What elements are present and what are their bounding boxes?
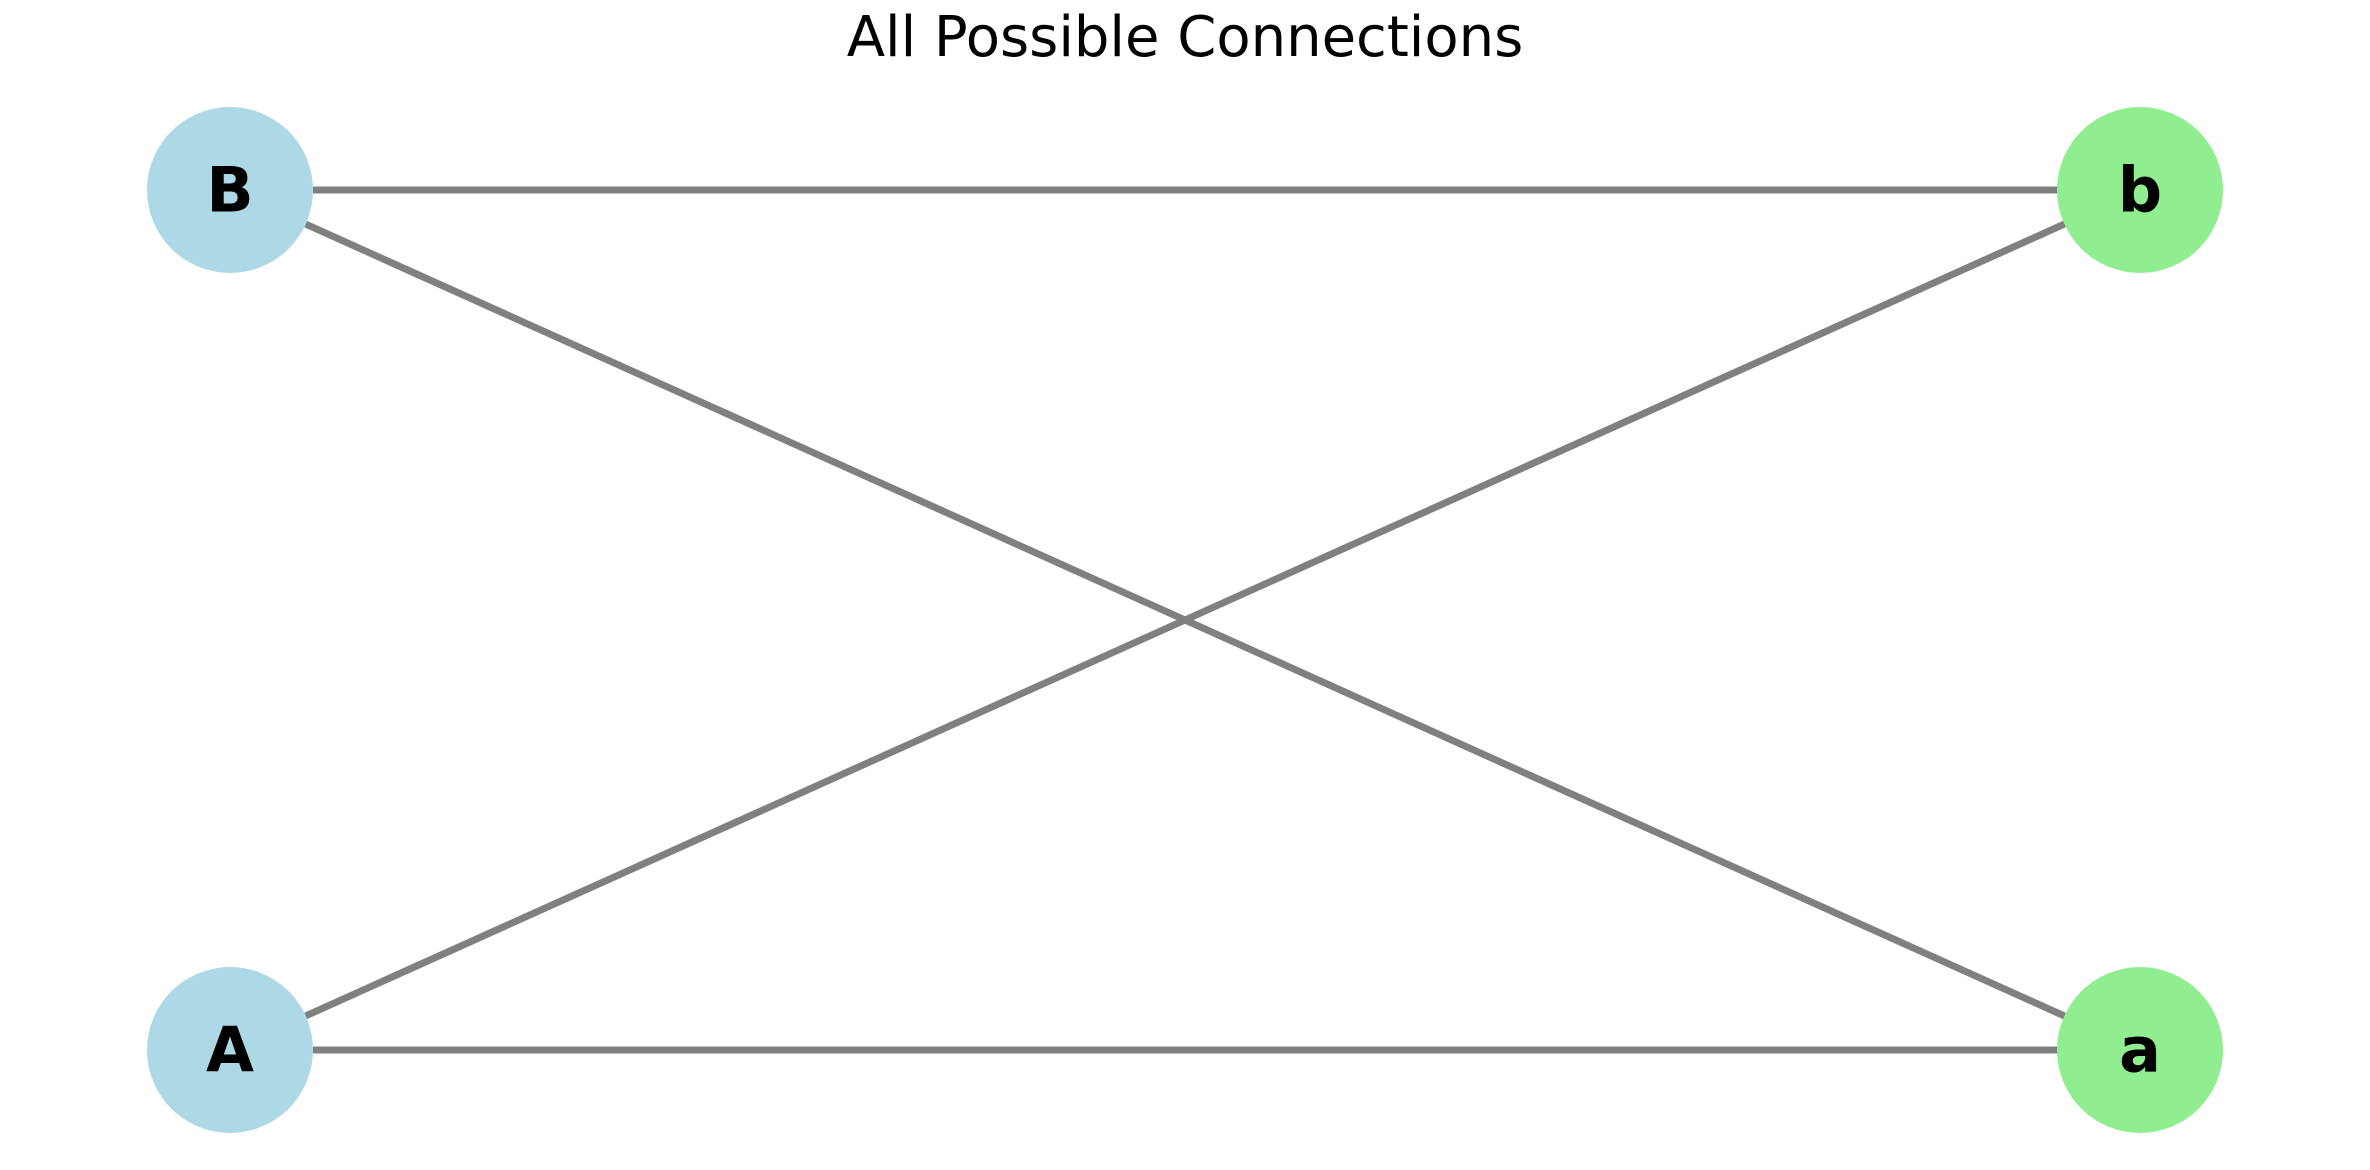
node-label-a: a <box>2119 1014 2161 1087</box>
node-label-b: b <box>2118 154 2162 227</box>
node-B: B <box>147 107 313 273</box>
nodes-layer: B Ab a <box>147 107 2223 1133</box>
edge-A-b <box>304 219 2070 1020</box>
edges-layer <box>304 186 2070 1054</box>
node-circle-b <box>2057 107 2223 273</box>
node-label-B: B <box>206 154 253 227</box>
node-circle-A <box>147 967 313 1133</box>
node-A: A <box>147 967 313 1133</box>
node-label-A: A <box>206 1014 254 1087</box>
diagram-title: All Possible Connections <box>847 5 1524 70</box>
node-b: b <box>2057 107 2223 273</box>
node-a: a <box>2057 967 2223 1133</box>
node-circle-a <box>2057 967 2223 1133</box>
node-circle-B <box>147 107 313 273</box>
